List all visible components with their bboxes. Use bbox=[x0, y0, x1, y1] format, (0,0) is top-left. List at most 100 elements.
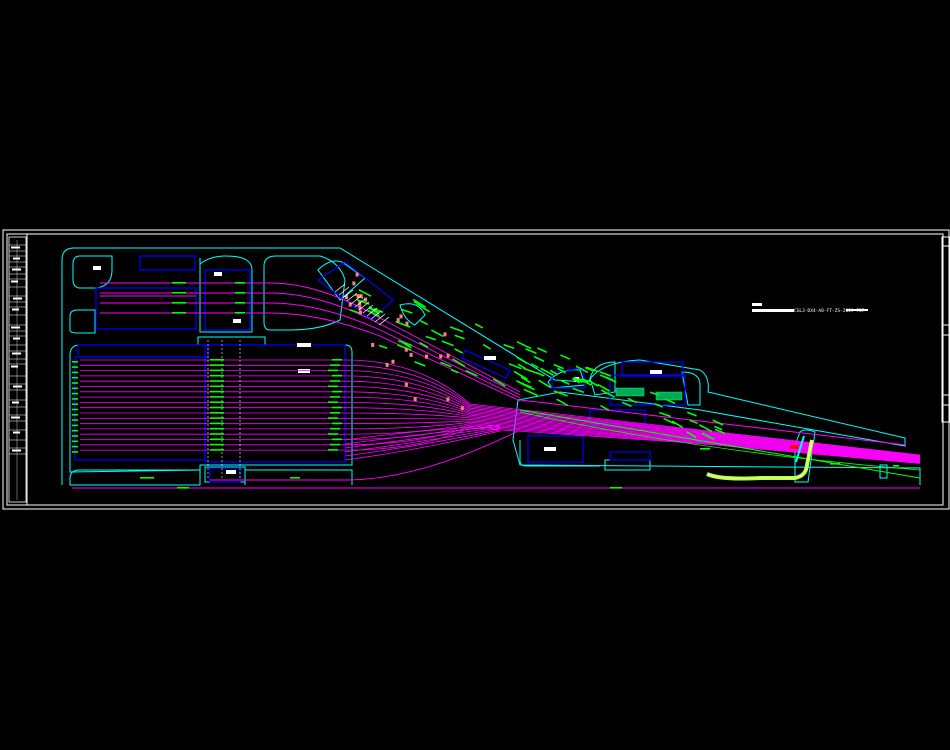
throat-label bbox=[454, 334, 465, 340]
track-label bbox=[328, 369, 338, 372]
throat-label bbox=[492, 378, 506, 387]
green-main-line bbox=[519, 411, 921, 471]
track-label bbox=[328, 401, 338, 403]
track-label bbox=[210, 412, 224, 414]
track-label bbox=[210, 443, 224, 446]
track-label bbox=[172, 312, 186, 314]
main-yard-track bbox=[80, 359, 921, 456]
switch-tick bbox=[374, 313, 386, 323]
track-label bbox=[330, 380, 340, 382]
track-label bbox=[210, 364, 224, 366]
throat-label bbox=[588, 380, 599, 387]
track-label bbox=[328, 385, 338, 388]
track-label bbox=[210, 396, 224, 398]
main-yard-track bbox=[80, 380, 921, 458]
throat-label bbox=[627, 397, 638, 404]
title-block-entry bbox=[13, 297, 22, 300]
drawing-number-text: CGL3-DX4-A8-FT-ZS-2019-737 bbox=[794, 308, 865, 314]
throat-label bbox=[538, 379, 552, 389]
throat-label bbox=[401, 308, 413, 314]
track-label bbox=[330, 427, 340, 430]
throat-label bbox=[367, 309, 381, 318]
switch-marker bbox=[446, 353, 450, 358]
switch-marker bbox=[409, 352, 413, 357]
track-label bbox=[893, 465, 899, 467]
throat-label bbox=[571, 377, 580, 384]
track-label bbox=[610, 487, 622, 489]
main-yard-track bbox=[80, 386, 921, 458]
throat-label bbox=[701, 432, 715, 441]
title-block-entry bbox=[13, 337, 20, 340]
green-main-line bbox=[519, 409, 921, 479]
track-label bbox=[72, 429, 78, 432]
switch-marker bbox=[356, 294, 360, 299]
track-label bbox=[210, 390, 224, 393]
throat-label bbox=[560, 379, 570, 385]
main-yard-track bbox=[80, 417, 921, 461]
track-label bbox=[72, 382, 78, 384]
title-block-frame bbox=[8, 236, 27, 503]
switch-marker bbox=[399, 314, 403, 319]
switch-tick bbox=[378, 316, 390, 326]
track-label bbox=[72, 414, 78, 416]
switch-marker bbox=[424, 354, 428, 359]
track-label bbox=[72, 366, 78, 368]
throat-label bbox=[451, 358, 466, 368]
switch-marker bbox=[359, 294, 363, 299]
title-block-entry bbox=[11, 365, 18, 368]
track-label bbox=[210, 433, 224, 435]
switch-marker bbox=[396, 318, 400, 323]
title-block-entry bbox=[13, 431, 20, 434]
throat-label bbox=[373, 307, 384, 314]
title-block-entry bbox=[11, 326, 20, 329]
main-yard-track bbox=[80, 375, 921, 457]
track-label bbox=[177, 487, 189, 489]
throat-label bbox=[520, 376, 531, 384]
throat-label bbox=[356, 299, 370, 305]
throat-label bbox=[663, 417, 675, 425]
throat-label bbox=[712, 419, 724, 426]
main-yard-track bbox=[80, 420, 921, 462]
lower-yard-track bbox=[344, 429, 501, 457]
throat-label bbox=[522, 367, 538, 375]
throat-label bbox=[420, 320, 429, 326]
throat-label bbox=[412, 298, 427, 308]
access-road bbox=[706, 435, 814, 481]
throat-label bbox=[396, 343, 412, 352]
switch-marker bbox=[460, 406, 464, 411]
main-yard-track bbox=[80, 425, 921, 464]
lower-yard-track bbox=[344, 425, 501, 445]
track-label bbox=[72, 408, 78, 411]
upper-yard-track bbox=[100, 312, 521, 402]
switch-marker bbox=[446, 397, 450, 402]
track-label bbox=[210, 427, 224, 430]
switch-tick bbox=[358, 301, 370, 311]
track-label bbox=[328, 433, 338, 435]
throat-label bbox=[599, 370, 611, 377]
track-label bbox=[72, 398, 78, 400]
track-label bbox=[210, 449, 224, 451]
track-label bbox=[172, 292, 186, 294]
throat-label bbox=[575, 365, 589, 374]
switch-tick bbox=[366, 307, 378, 317]
throat-label bbox=[508, 362, 522, 370]
switch-marker bbox=[348, 302, 352, 307]
throat-label bbox=[553, 390, 568, 397]
upper-yard-track bbox=[100, 302, 521, 399]
track-label bbox=[72, 403, 78, 405]
switch-marker bbox=[391, 359, 395, 364]
throat-label bbox=[535, 371, 545, 377]
throat-label bbox=[503, 343, 515, 349]
throat-label bbox=[553, 363, 565, 370]
throat-label bbox=[523, 388, 539, 397]
throat-label bbox=[540, 367, 555, 377]
track-label bbox=[210, 380, 224, 382]
track-label bbox=[210, 374, 224, 377]
track-label bbox=[72, 361, 78, 363]
title-block-entry bbox=[12, 308, 19, 311]
throat-label bbox=[581, 378, 591, 383]
track-network bbox=[72, 282, 921, 489]
track-label bbox=[235, 312, 245, 314]
throat-label bbox=[649, 391, 660, 396]
switch-markers bbox=[334, 272, 464, 411]
